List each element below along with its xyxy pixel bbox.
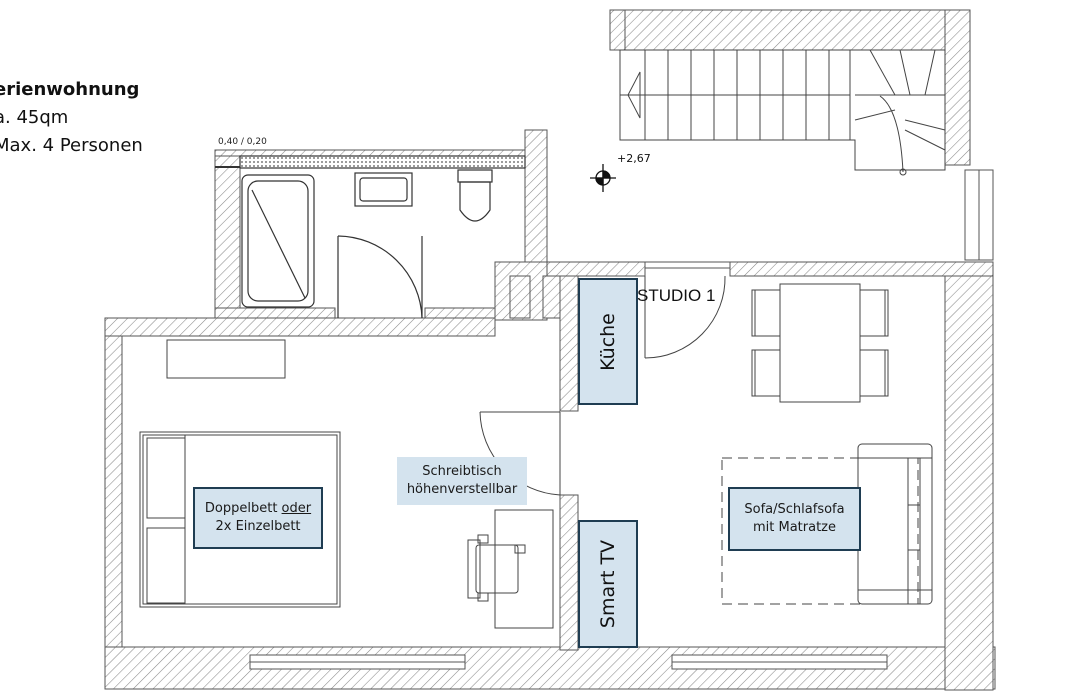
kitchen-label-text: Küche — [597, 312, 620, 371]
level-label: +2,67 — [617, 152, 651, 165]
apartment-persons: Max. 4 Personen — [0, 135, 143, 156]
sofa — [857, 443, 933, 605]
wall-top-right — [729, 261, 994, 277]
partition-upper — [559, 275, 579, 412]
partition-lower — [559, 494, 579, 651]
chair — [475, 544, 519, 594]
chair-tr — [859, 289, 889, 337]
wall-top-mid — [546, 261, 646, 277]
chair-bl — [751, 349, 781, 397]
desk — [494, 509, 554, 629]
wall-main-left — [104, 317, 123, 689]
wall-main-top-left — [104, 317, 496, 337]
level-marker — [590, 164, 616, 192]
wardrobe — [166, 339, 286, 379]
sofa-label: Sofa/Schlafsofa mit Matratze — [728, 487, 861, 551]
wall-right — [944, 264, 994, 691]
apartment-area: a. 45qm — [0, 107, 69, 128]
bed-label-line1a: Doppelbett — [204, 501, 282, 516]
bed-label-oder: oder — [281, 501, 312, 516]
desk-label-line2: höhenverstellbar — [406, 482, 518, 497]
wall-stair-top — [624, 9, 946, 51]
desk-label: Schreibtisch höhenverstellbar — [397, 457, 527, 505]
sofa-label-line1: Sofa/Schlafsofa — [744, 502, 845, 517]
chair-br — [859, 349, 889, 397]
bed-pillow-2 — [146, 527, 186, 604]
wall-stair-right — [944, 9, 971, 166]
bathtub — [241, 174, 315, 308]
room-label-studio: STUDIO 1 — [637, 286, 716, 305]
dimension-label: 0,40 / 0,20 — [218, 137, 267, 147]
tv-label-text: Smart TV — [597, 539, 619, 629]
wall-bath-left — [214, 149, 241, 321]
apartment-info: erienwohnung a. 45qm Max. 4 Personen — [0, 76, 143, 160]
sink — [354, 172, 413, 207]
bed-frame — [139, 431, 341, 608]
desk-label-line1: Schreibtisch — [422, 464, 502, 479]
wall-stair-left — [609, 9, 626, 51]
dining-table — [779, 283, 861, 403]
toilet — [459, 181, 491, 222]
wall-bath-right — [524, 129, 548, 271]
chair-tl — [751, 289, 781, 337]
toilet-tank — [457, 169, 493, 183]
window-top-right — [644, 261, 731, 269]
sofa-rug — [721, 457, 919, 605]
bath-vent-strip — [239, 155, 526, 169]
bed-label: Doppelbett oder 2x Einzelbett — [193, 487, 323, 549]
kitchen-label: Küche — [578, 278, 638, 405]
apartment-title: erienwohnung — [0, 79, 140, 100]
wall-bath-top — [214, 149, 526, 157]
sofa-label-line2: mit Matratze — [752, 520, 836, 535]
tv-label: Smart TV — [578, 520, 638, 648]
bed-pillow-1 — [146, 437, 186, 519]
bed-label-line2: 2x Einzelbett — [215, 519, 301, 534]
pillar-1 — [509, 275, 531, 319]
